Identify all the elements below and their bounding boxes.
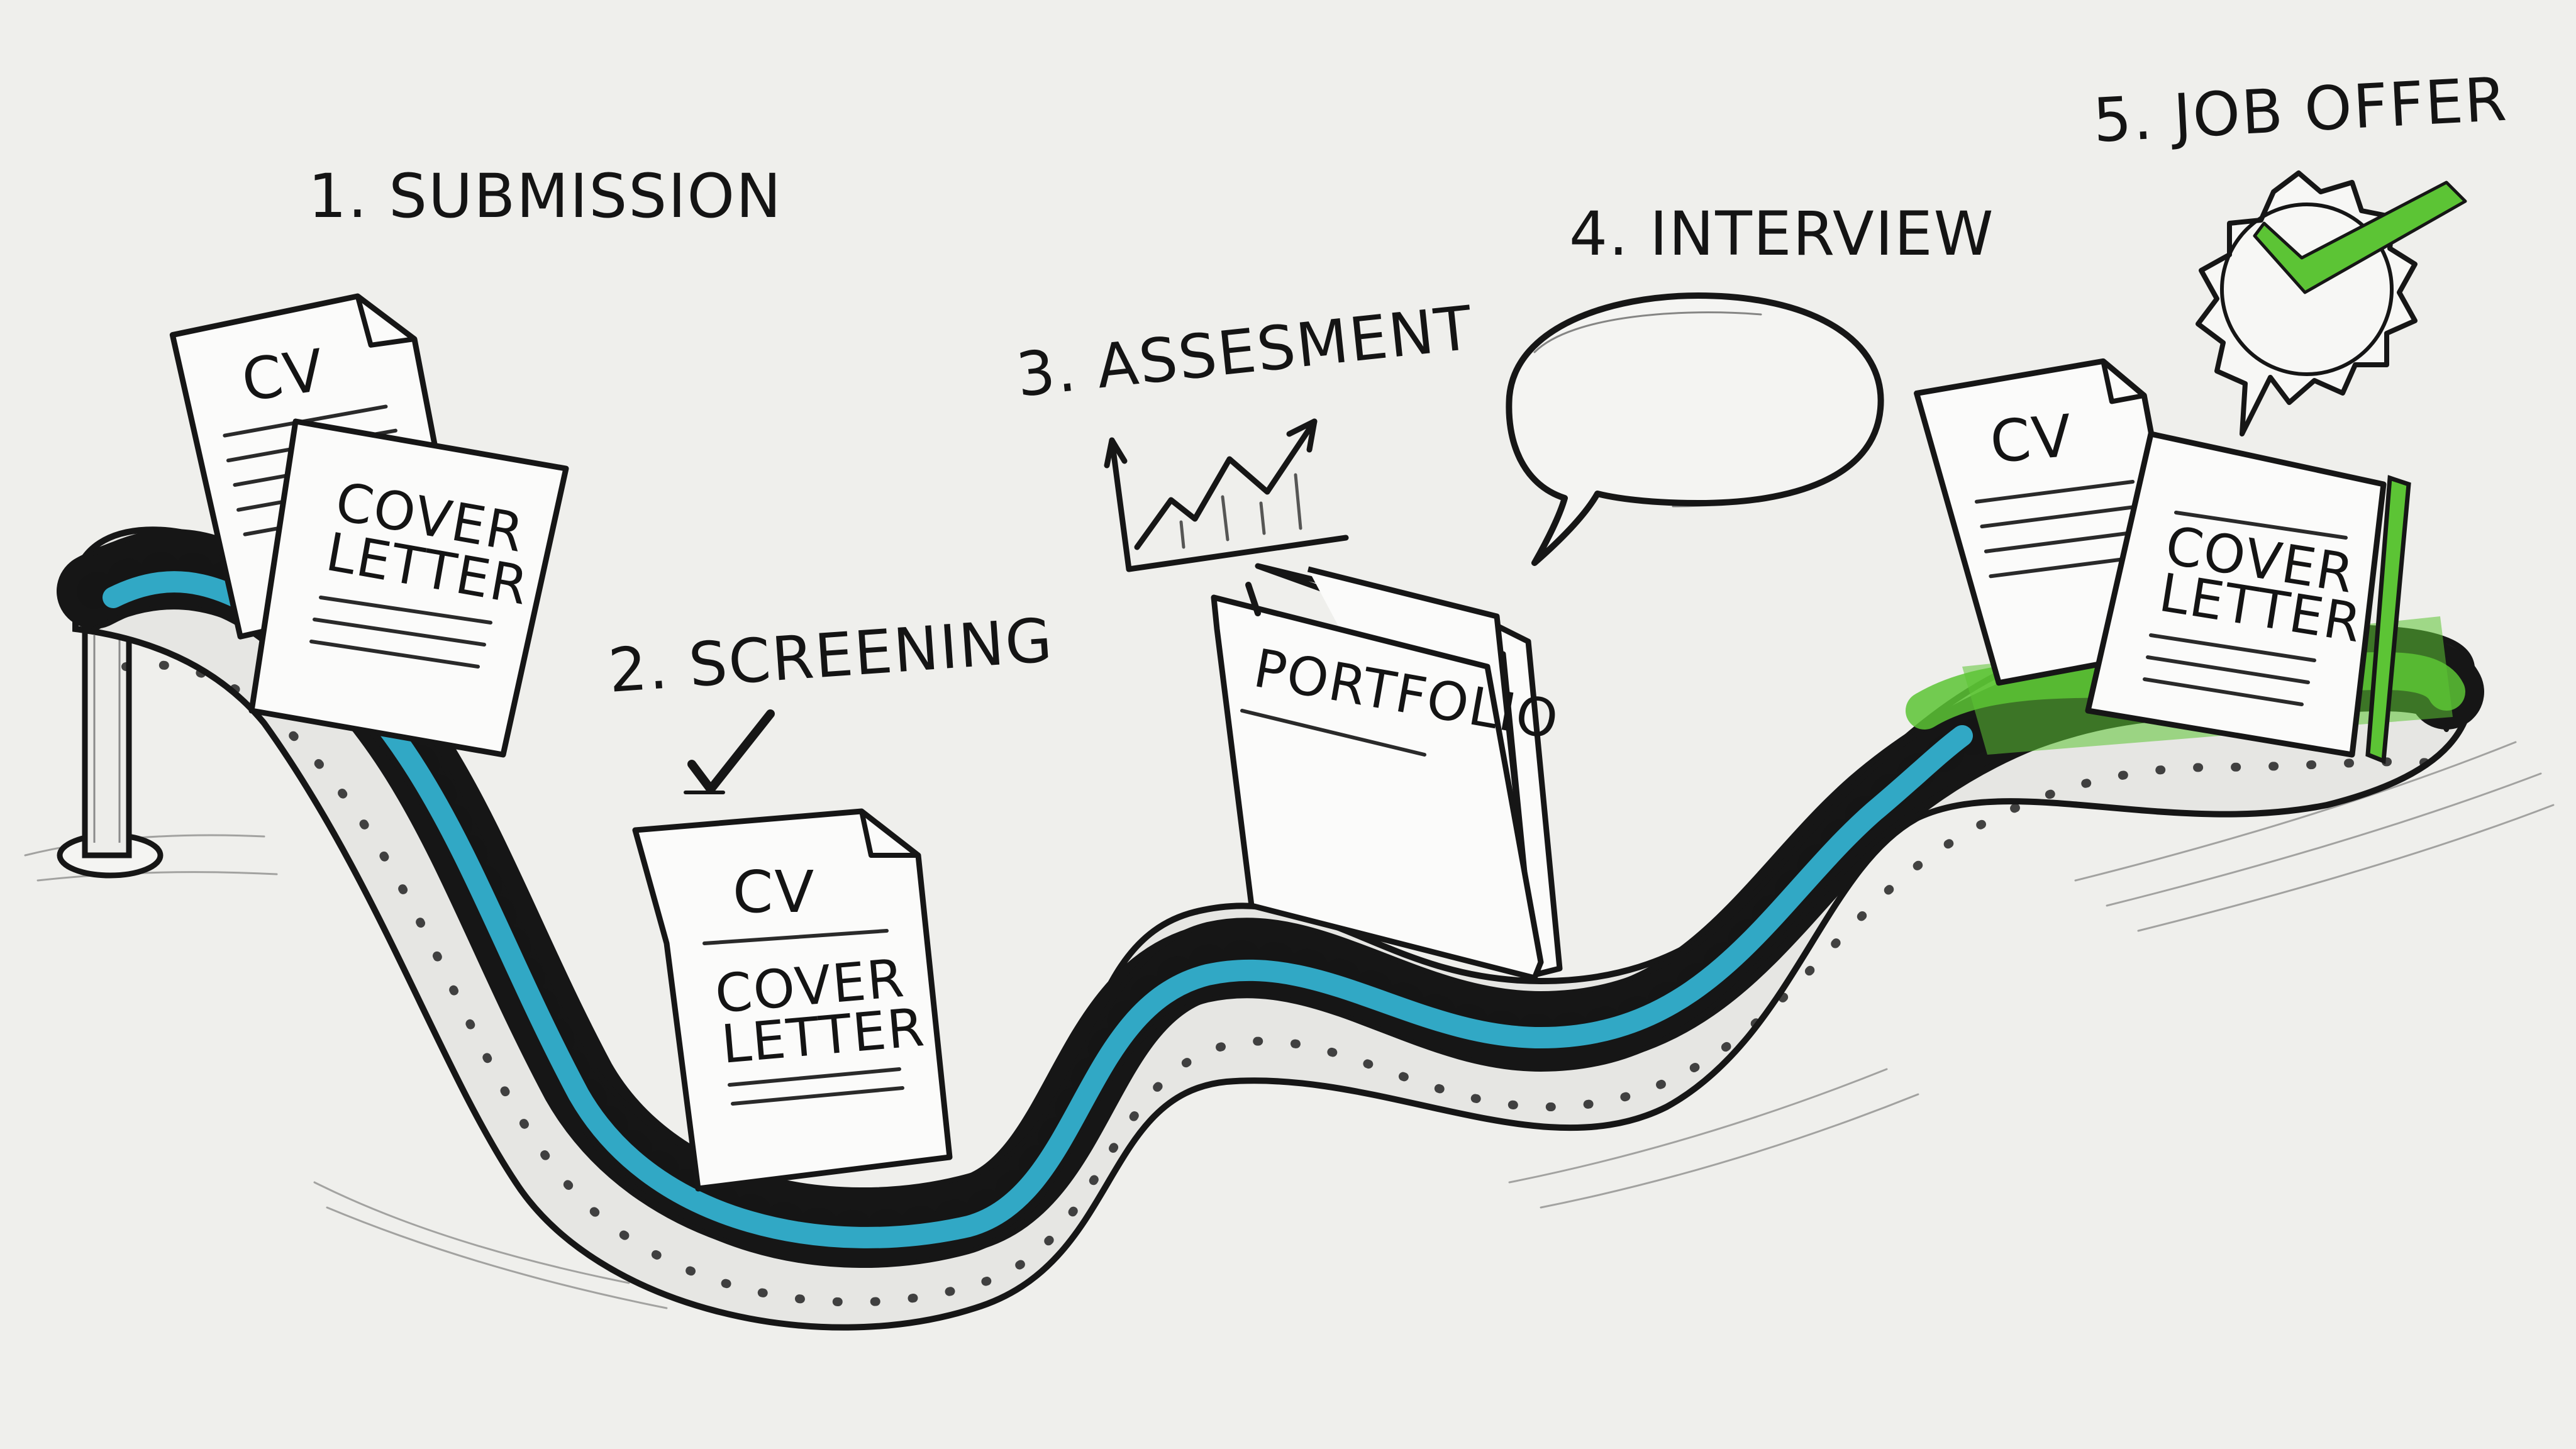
stage-label-submission: 1. SUBMISSION (308, 161, 782, 231)
speech-bubble-icon (1506, 292, 1884, 566)
progress-track-blue (103, 571, 1973, 1248)
svg-text:CV: CV (238, 336, 329, 414)
stage-assessment: 3. ASSESMENT PORTFOLIO (1013, 292, 1564, 981)
stage-screening: 2. SCREENING CV COVER LETTER (606, 605, 1056, 1192)
approval-seal-icon (2196, 170, 2467, 436)
document-cv-cover-letter: CV COVER LETTER (632, 808, 953, 1192)
stage-job-offer: 5. JOB OFFER CV COVER LETTER (1914, 64, 2509, 764)
svg-text:CV: CV (733, 858, 815, 926)
stage-label-interview: 4. INTERVIEW (1569, 199, 1995, 269)
checkmark-icon (684, 709, 775, 794)
line-chart-icon (1104, 418, 1349, 572)
conveyor-support-post (57, 626, 164, 879)
ground-shading (24, 741, 2555, 1309)
stage-label-job-offer: 5. JOB OFFER (2091, 64, 2509, 156)
stage-interview: 4. INTERVIEW (1506, 199, 1995, 566)
document-cover-letter: COVER LETTER (2085, 431, 2411, 764)
portfolio-folder: PORTFOLIO (1211, 563, 1564, 981)
stage-label-assessment: 3. ASSESMENT (1013, 292, 1477, 411)
green-checkmark-icon (2253, 180, 2467, 294)
stage-submission: 1. SUBMISSION CV COVER LETTER (169, 161, 782, 758)
document-cover-letter: COVER LETTER (248, 418, 569, 758)
svg-text:CV: CV (1987, 402, 2075, 476)
stage-label-screening: 2. SCREENING (606, 605, 1056, 706)
